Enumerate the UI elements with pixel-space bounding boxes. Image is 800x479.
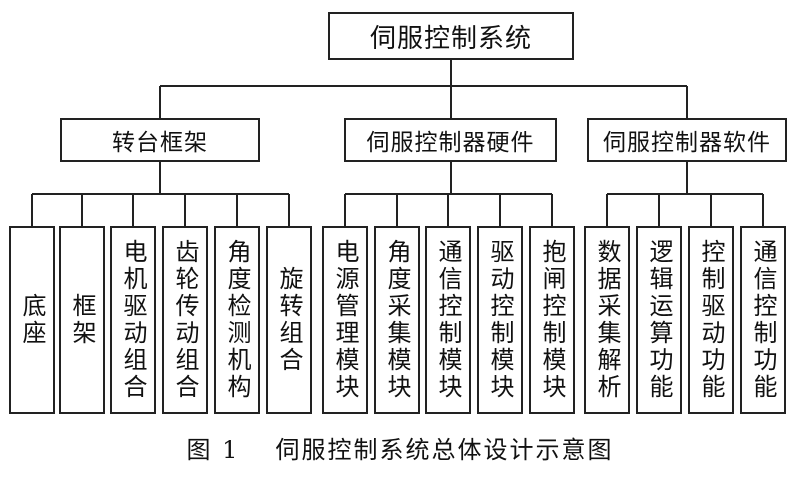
leaf-node-label: 通信控制功能 — [749, 239, 777, 401]
group-node-label: 伺服控制器软件 — [603, 130, 771, 156]
leaf-node-motor-drive: 电机驱动组合 — [110, 226, 156, 414]
leaf-node-rotation: 旋转组合 — [266, 226, 312, 414]
leaf-node-label: 电源管理模块 — [331, 239, 359, 401]
figure-caption: 图 1 伺服控制系统总体设计示意图 — [0, 430, 800, 465]
leaf-node-label: 旋转组合 — [275, 266, 303, 374]
leaf-node-power-mgmt: 电源管理模块 — [322, 226, 368, 414]
leaf-node-label: 框架 — [68, 293, 96, 347]
leaf-node-angle-acq: 角度采集模块 — [374, 226, 420, 414]
leaf-node-ctrl-drive: 控制驱动功能 — [688, 226, 734, 414]
leaf-node-label: 齿轮传动组合 — [171, 239, 199, 401]
group-node-software: 伺服控制器软件 — [587, 118, 787, 162]
group-node-label: 转台框架 — [112, 130, 208, 156]
group-node-label: 伺服控制器硬件 — [366, 130, 535, 156]
leaf-node-frame: 框架 — [59, 226, 105, 414]
leaf-node-base: 底座 — [9, 226, 55, 414]
leaf-node-label: 驱动控制模块 — [486, 239, 514, 401]
group-node-frame: 转台框架 — [60, 118, 260, 162]
group-node-hardware: 伺服控制器硬件 — [344, 118, 557, 162]
leaf-node-angle-detect: 角度检测机构 — [214, 226, 260, 414]
leaf-node-comm-ctrl-module: 通信控制模块 — [425, 226, 471, 414]
leaf-node-label: 角度检测机构 — [223, 239, 251, 401]
leaf-node-label: 数据采集解析 — [593, 239, 621, 401]
leaf-node-label: 通信控制模块 — [434, 239, 462, 401]
root-node: 伺服控制系统 — [328, 12, 574, 60]
leaf-node-comm-ctrl-func: 通信控制功能 — [740, 226, 786, 414]
leaf-node-logic: 逻辑运算功能 — [636, 226, 682, 414]
leaf-node-data-acq: 数据采集解析 — [584, 226, 630, 414]
figure-number: 图 1 — [186, 436, 240, 464]
leaf-node-label: 电机驱动组合 — [119, 239, 147, 401]
leaf-node-label: 抱闸控制模块 — [538, 239, 566, 401]
leaf-node-gear-drive: 齿轮传动组合 — [162, 226, 208, 414]
leaf-node-brake-ctrl: 抱闸控制模块 — [529, 226, 575, 414]
leaf-node-drive-ctrl: 驱动控制模块 — [477, 226, 523, 414]
leaf-node-label: 控制驱动功能 — [697, 239, 725, 401]
figure-title: 伺服控制系统总体设计示意图 — [275, 436, 614, 464]
leaf-node-label: 角度采集模块 — [383, 239, 411, 401]
leaf-node-label: 逻辑运算功能 — [645, 239, 673, 401]
leaf-node-label: 底座 — [18, 293, 46, 347]
root-node-label: 伺服控制系统 — [369, 23, 532, 54]
